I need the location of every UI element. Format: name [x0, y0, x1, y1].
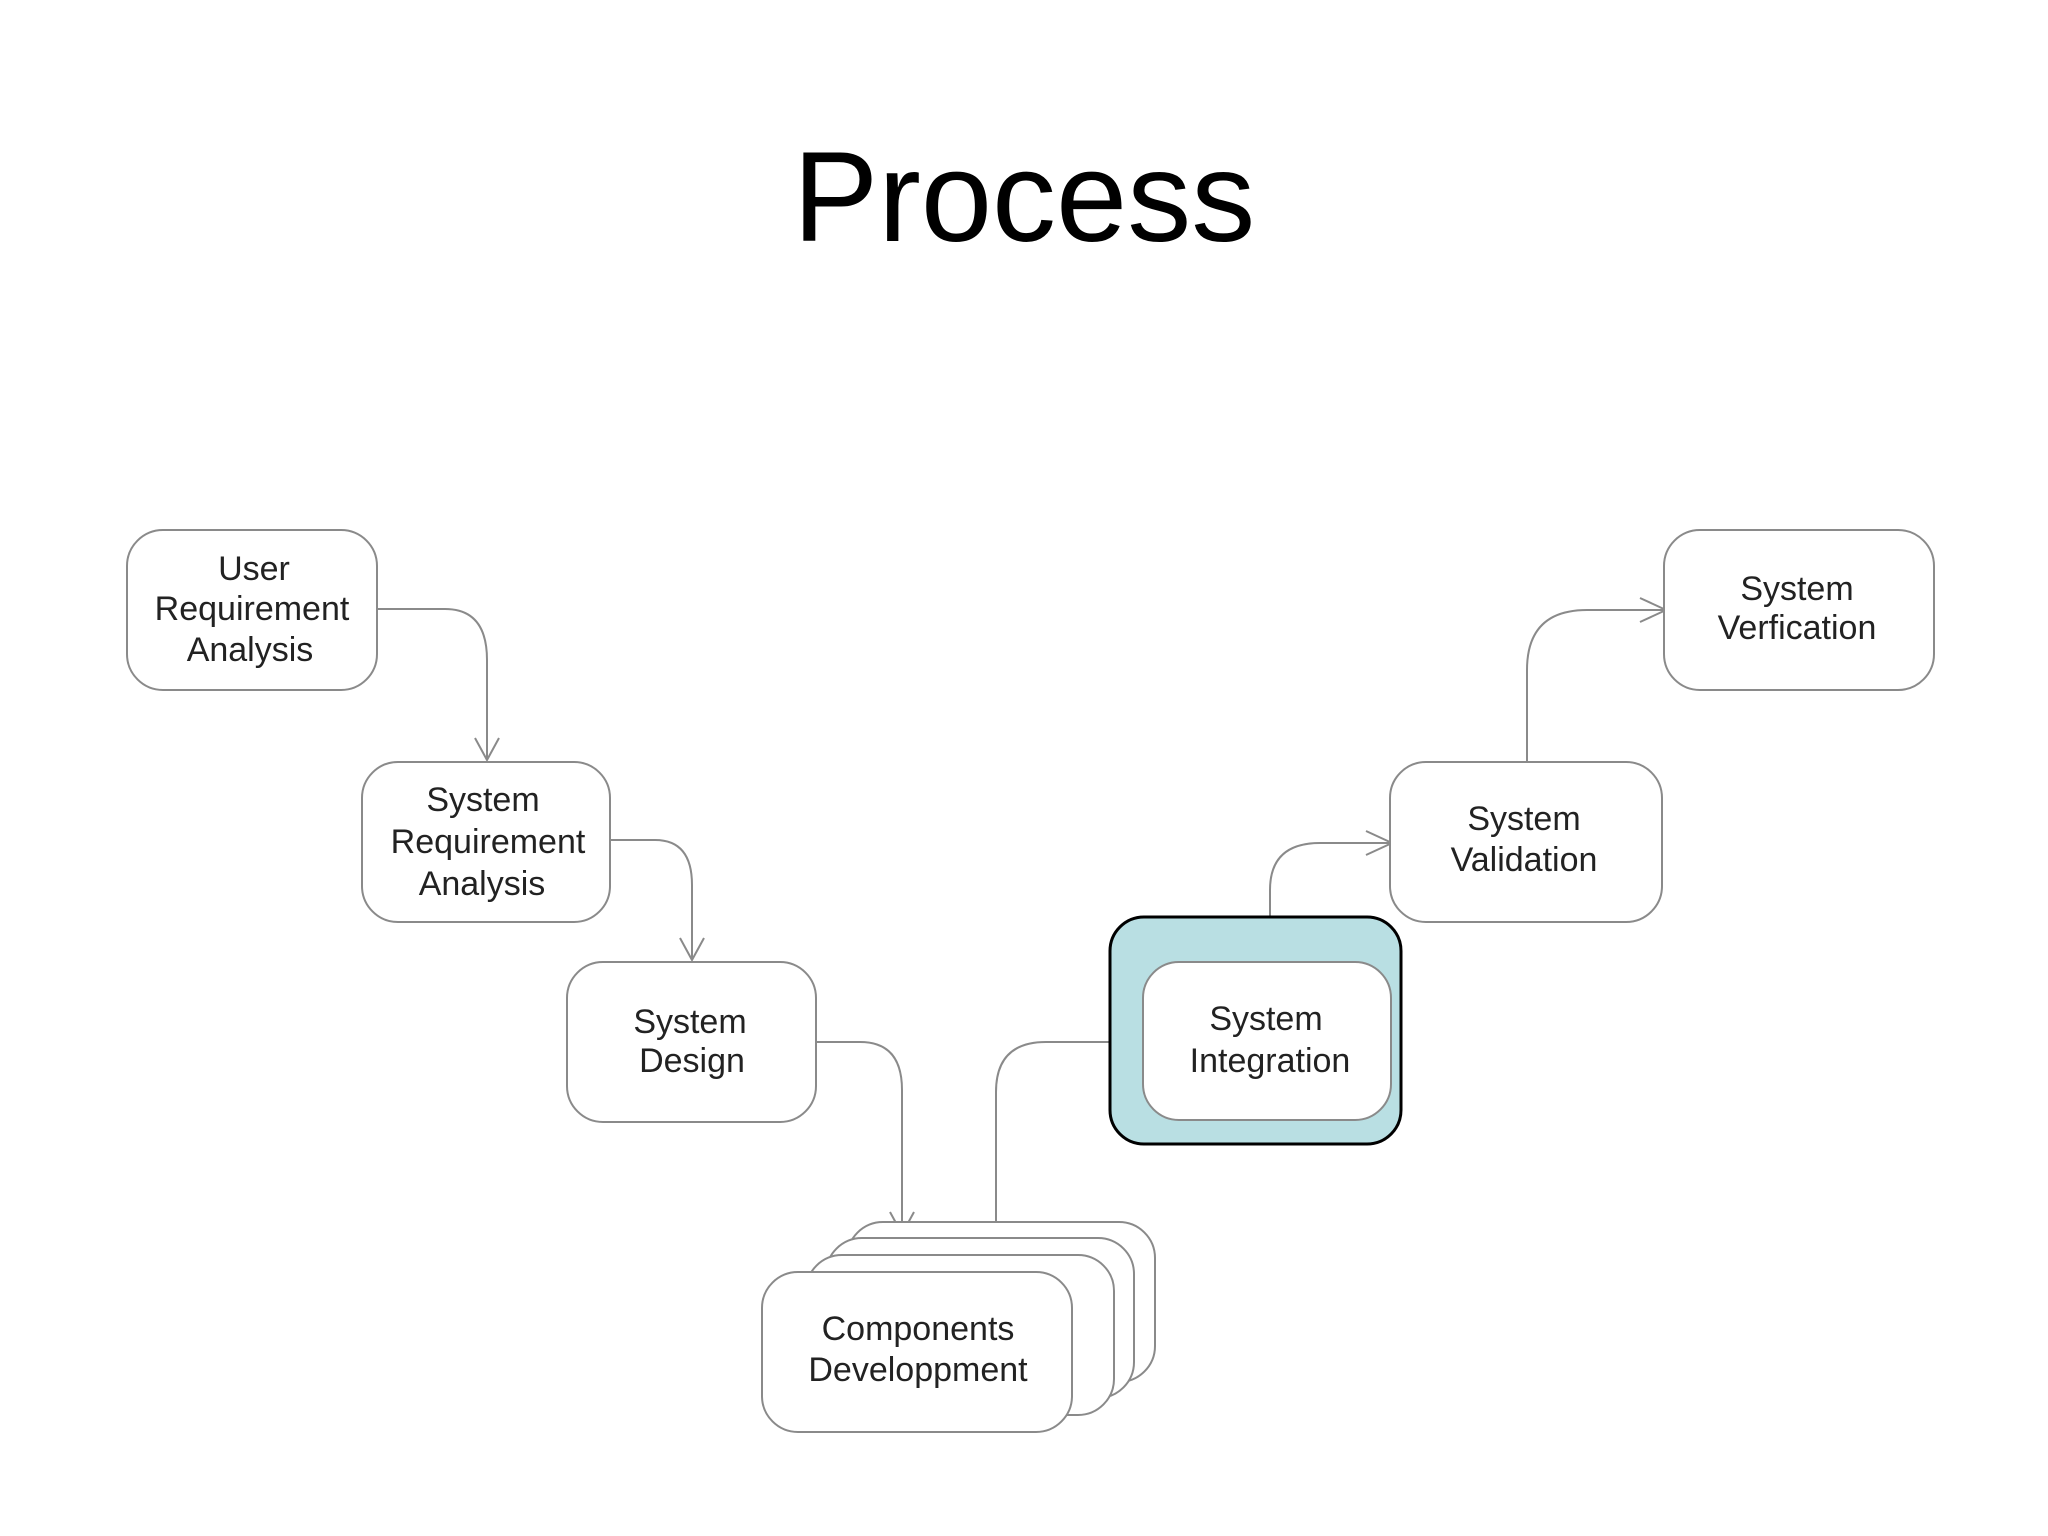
node-user-requirement-analysis[interactable]: User Requirement Analysis	[126, 529, 378, 691]
node-label: Analysis	[187, 631, 314, 669]
connector-system-validation-to-system-verification	[1526, 609, 1664, 762]
arrowhead-system-design	[679, 937, 705, 963]
node-components-development[interactable]: Components Developpment	[761, 1221, 1156, 1433]
arrowhead-system-req	[474, 737, 500, 763]
node-system-verification[interactable]: System Verfication	[1663, 529, 1935, 691]
node-label: System	[1467, 800, 1580, 838]
node-system-requirement-analysis[interactable]: System Requirement Analysis	[361, 761, 611, 923]
connector-components-to-system-integration	[995, 1041, 1142, 1272]
connector-user-req-to-system-req	[377, 608, 488, 758]
node-system-design[interactable]: System Design	[566, 961, 817, 1123]
node-label: Requirement	[155, 590, 350, 628]
node-label: User	[218, 550, 290, 588]
node-label: System	[426, 781, 539, 819]
node-label: System	[633, 1003, 746, 1041]
node-label: Requirement	[391, 823, 586, 861]
connector-system-req-to-system-design	[610, 839, 693, 958]
node-label: Design	[639, 1042, 745, 1080]
node-label: System	[1740, 570, 1853, 608]
node-system-integration[interactable]: System Integration	[1108, 915, 1403, 1146]
node-label: System	[1209, 1000, 1322, 1038]
stack-layer-front	[761, 1271, 1073, 1433]
connector-system-design-to-components	[816, 1041, 903, 1233]
node-label: Integration	[1190, 1042, 1351, 1080]
node-label: Developpment	[808, 1351, 1028, 1389]
node-system-validation[interactable]: System Validation	[1389, 761, 1663, 923]
node-label: Verfication	[1718, 609, 1877, 647]
connector-system-integration-to-system-validation	[1269, 842, 1390, 962]
node-label: Validation	[1451, 841, 1598, 879]
connectors	[377, 597, 1669, 1272]
slide-title: Process	[792, 126, 1256, 269]
node-label: Analysis	[419, 865, 546, 903]
node-label: Components	[822, 1310, 1015, 1348]
